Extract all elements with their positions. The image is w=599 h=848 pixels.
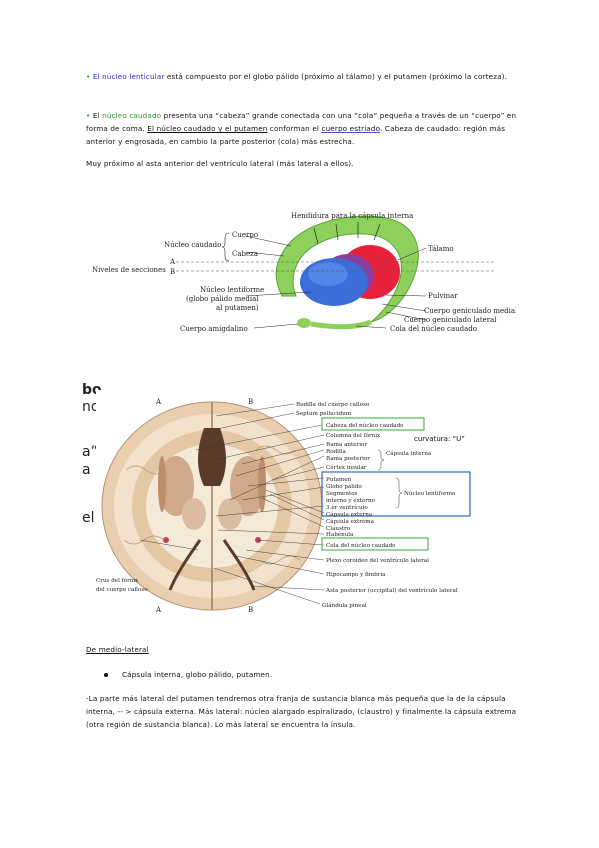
label-amigdalino: Cuerpo amigdalino — [180, 325, 248, 333]
label-asta-posterior: Asta posterior (occipital) del ventrícul… — [325, 587, 458, 594]
paragraph-lenticular: • El núcleo lenticular está compuesto po… — [86, 70, 516, 83]
paragraph-text: . Cabeza de caudado: región más anterior… — [86, 124, 506, 146]
paragraph-text: está compuesto por el globo pálido (próx… — [166, 72, 508, 81]
bullet: • — [86, 111, 91, 120]
label-capsula-externa: Cápsula externa — [326, 511, 373, 518]
label-putamen: Putamen — [326, 477, 352, 483]
label-plexo: Plexo coroideo del ventrículo lateral — [326, 557, 429, 564]
label-niveles: Niveles de secciones — [92, 266, 166, 274]
label-columna-fornix: Columna del fórnix — [326, 432, 381, 439]
box-nucleo-lentiforme — [321, 471, 471, 517]
label-capsula-interna: Cápsula interna — [386, 450, 432, 457]
label-cuerpo: Cuerpo — [232, 231, 258, 239]
paragraph-text: conforman el — [269, 124, 320, 133]
label-talamo: Tálamo — [428, 245, 454, 253]
label-lentiforme: (globo pálido medial — [186, 295, 259, 303]
label-cabeza-caudado: Cabeza del núcleo caudado — [326, 422, 404, 429]
label-nucleo-lentiforme: Núcleo lentiforme — [404, 490, 456, 497]
label-septum: Septum pellucidum — [296, 411, 352, 417]
bullet: • — [86, 72, 91, 81]
label-rodilla: Rodilla — [326, 449, 347, 455]
label-rama-anterior: Rama anterior — [326, 442, 367, 448]
label-globo-palido: Globo pálido — [326, 483, 362, 490]
label-segmentos: Segmentos — [326, 491, 358, 497]
label-rama-posterior: Rama posterior — [326, 456, 370, 462]
label-hendidura: Hendidura para la cápsula interna — [291, 212, 413, 220]
figure-brain-section: A B A B Rodilla del cuerpo calloso Septu… — [96, 390, 516, 615]
paragraph-text: presenta una “cabeza” grande conectada c… — [86, 111, 517, 133]
label-interno-externo: interno y externo — [326, 498, 376, 504]
box-cabeza-caudado — [321, 417, 425, 431]
underlined-text: El núcleo caudado y el putamen — [147, 124, 268, 133]
list-item-text: Cápsula interna, globo pálido, putamen. — [122, 670, 273, 679]
label-capsula-extrema: Cápsula extrema — [326, 518, 375, 525]
label-b: B — [170, 268, 175, 276]
label-glandula-pineal: Glándula pineal — [322, 602, 367, 609]
label-ventriculo3: 3.er ventrículo — [326, 504, 368, 511]
label-crus: del cuerpo calloso — [96, 587, 148, 593]
underlined-text: cuerpo estriado — [321, 124, 381, 133]
label-b-left: B — [248, 398, 253, 406]
label-a-right: A — [155, 606, 162, 614]
side-text: no — [82, 399, 100, 415]
label-habenula: Habénula — [326, 531, 354, 538]
label-cortex-insular: Córtex insular — [326, 464, 367, 471]
label-hipocampo: Hipocampo y fimbria — [326, 572, 386, 578]
label-geniculado-lateral: Cuerpo geniculado lateral — [404, 316, 497, 324]
term-nucleo-caudado: núcleo caudado — [102, 111, 162, 120]
label-pulvinar: Pulvinar — [428, 292, 458, 300]
label-a: A — [169, 258, 176, 266]
label-a-left: A — [155, 398, 162, 406]
label-cola-caudado: Cola del núcleo caudado — [326, 542, 396, 549]
side-text: a” — [82, 444, 98, 460]
side-text: el — [82, 510, 95, 526]
label-cola: Cola del núcleo caudado — [390, 325, 477, 333]
label-claustro: Claustro — [326, 526, 351, 532]
label-crus: Crus del fórnix — [96, 577, 139, 584]
paragraph-asta: Muy próximo al asta anterior del ventríc… — [86, 159, 354, 168]
bullet-icon — [104, 673, 108, 677]
label-cabeza: Cabeza — [232, 250, 258, 258]
figure-caudate-diagram: Hendidura para la cápsula interna Cuerpo… — [86, 200, 516, 340]
label-nucleo-caudado: Núcleo caudado — [164, 241, 221, 249]
label-lentiforme: Núcleo lentiforme — [200, 286, 264, 294]
term-nucleo-lenticular: El núcleo lenticular — [92, 72, 165, 81]
paragraph-lateral: -La parte más lateral del putamen tendre… — [86, 694, 517, 729]
label-lentiforme: al putamen) — [216, 304, 259, 312]
side-text: a — [82, 462, 91, 478]
box-cola-caudado — [321, 537, 429, 551]
label-geniculado-medial: Cuerpo geniculado medial — [424, 307, 516, 315]
label-curvatura: curvatura: “U” — [414, 435, 465, 443]
list-item: Cápsula interna, globo pálido, putamen. — [104, 668, 504, 681]
label-rodilla-calloso: Rodilla del cuerpo calloso — [296, 402, 370, 408]
section-heading: De medio-lateral — [86, 645, 149, 654]
label-b-right: B — [248, 606, 253, 614]
paragraph-caudado: • El núcleo caudado presenta una “cabeza… — [86, 109, 518, 148]
paragraph-text: El — [92, 111, 100, 120]
